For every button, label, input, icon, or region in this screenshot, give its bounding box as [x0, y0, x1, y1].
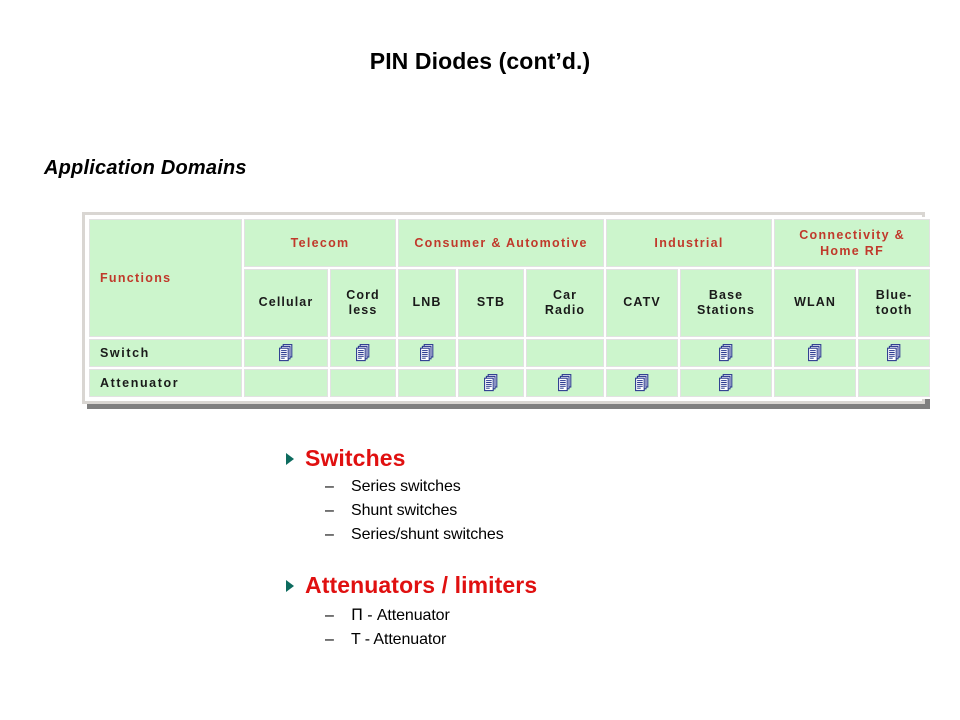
empty-cell [887, 372, 902, 390]
dash-bullet-icon: – [325, 526, 334, 544]
bullet-group-1: Switches–Series switches–Shunt switches–… [286, 445, 806, 547]
matrix-cell-r1-c4 [458, 339, 525, 367]
dash-bullet-icon: – [325, 606, 334, 624]
matrix-column-header-4: STB [458, 269, 525, 337]
stacked-documents-icon [419, 343, 435, 362]
bullet-sub-item-1-2: –Shunt switches [325, 499, 806, 523]
matrix-cell-r2-c8 [774, 369, 857, 397]
bullet-sub-item-1-1: –Series switches [325, 475, 806, 499]
matrix-group-header-1: Telecom [244, 219, 397, 267]
dash-bullet-icon: – [325, 478, 334, 496]
bullet-heading-2: Attenuators / limiters [286, 572, 806, 599]
triangle-bullet-icon [286, 580, 294, 593]
stacked-documents-icon [718, 343, 734, 362]
matrix-cell-r2-c5 [526, 369, 605, 397]
stacked-documents-icon [278, 343, 294, 362]
bullet-sub-item-label: Series switches [351, 478, 461, 496]
triangle-bullet-icon [286, 453, 294, 466]
empty-cell [420, 372, 435, 390]
matrix-column-header-9: Blue-tooth [858, 269, 931, 337]
matrix-group-header-3: Industrial [606, 219, 773, 267]
empty-cell [484, 342, 499, 360]
matrix-cell-r1-c9 [858, 339, 931, 367]
bullet-sub-item-label: T - Attenuator [351, 630, 447, 648]
section-heading: Application Domains [44, 157, 247, 179]
stacked-documents-icon [355, 343, 371, 362]
matrix-cell-r1-c5 [526, 339, 605, 367]
bullet-group-2: Attenuators / limiters–Π - Attenuator–T … [286, 572, 806, 652]
bullet-heading-1: Switches [286, 445, 806, 471]
bullet-list: Switches–Series switches–Shunt switches–… [286, 445, 806, 652]
matrix-cell-r1-c6 [606, 339, 679, 367]
bullet-sub-item-1-3: –Series/shunt switches [325, 523, 806, 547]
matrix-cell-r2-c7 [680, 369, 773, 397]
matrix-column-header-1: Cellular [244, 269, 328, 337]
bullet-heading-label: Switches [305, 445, 406, 471]
matrix-cell-r1-c1 [244, 339, 328, 367]
bullet-sub-item-label: Series/shunt switches [351, 526, 504, 544]
matrix-cell-r2-c9 [858, 369, 931, 397]
matrix-cell-r2-c2 [330, 369, 397, 397]
bullet-heading-label: Attenuators / limiters [305, 572, 538, 599]
matrix-cell-r2-c4 [458, 369, 525, 397]
stacked-documents-icon [557, 373, 573, 392]
empty-cell [808, 372, 823, 390]
stacked-documents-icon [634, 373, 650, 392]
empty-cell [356, 372, 371, 390]
stacked-documents-icon [718, 373, 734, 392]
table-row: Switch [89, 339, 931, 367]
bullet-sub-item-2-1: –Π - Attenuator [325, 603, 806, 628]
empty-cell [635, 342, 650, 360]
empty-cell [558, 342, 573, 360]
matrix-row-label-2: Attenuator [89, 369, 242, 397]
matrix-group-header-4: Connectivity & Home RF [774, 219, 931, 267]
matrix-column-header-6: CATV [606, 269, 679, 337]
matrix-column-header-3: LNB [398, 269, 457, 337]
matrix-cell-r1-c3 [398, 339, 457, 367]
matrix-cell-r1-c7 [680, 339, 773, 367]
matrix-cell-r2-c1 [244, 369, 328, 397]
bullet-sub-item-label: Shunt switches [351, 502, 458, 520]
dash-bullet-icon: – [325, 630, 334, 648]
stacked-documents-icon [807, 343, 823, 362]
dash-bullet-icon: – [325, 502, 334, 520]
bullet-sub-item-2-2: –T - Attenuator [325, 628, 806, 652]
page-title: PIN Diodes (cont’d.) [369, 48, 591, 74]
matrix-group-header-2: Consumer & Automotive [398, 219, 605, 267]
matrix-cell-r1-c2 [330, 339, 397, 367]
matrix-column-header-8: WLAN [774, 269, 857, 337]
stacked-documents-icon [483, 373, 499, 392]
matrix-cell-r2-c3 [398, 369, 457, 397]
matrix-cell-r1-c8 [774, 339, 857, 367]
matrix-row-label-1: Switch [89, 339, 242, 367]
matrix-cell-r2-c6 [606, 369, 679, 397]
empty-cell [279, 372, 294, 390]
matrix-corner-label: Functions [89, 219, 242, 337]
stacked-documents-icon [886, 343, 902, 362]
bullet-sub-item-label: Π - Attenuator [351, 604, 450, 624]
table-row: Attenuator [89, 369, 931, 397]
